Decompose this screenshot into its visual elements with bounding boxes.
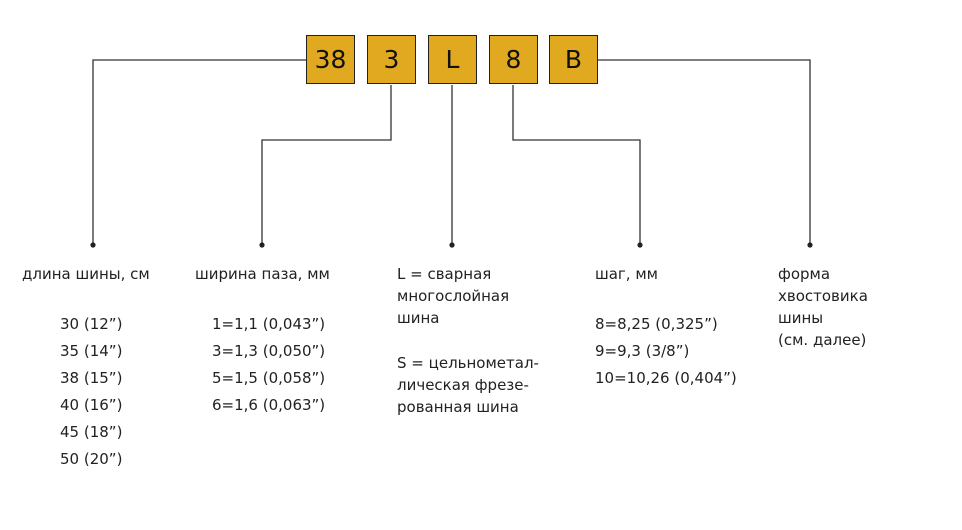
shank-line: шины	[778, 309, 824, 327]
shank-line: хвостовика	[778, 287, 868, 305]
code-box-pitch: 8	[489, 35, 538, 84]
groove-title: ширина паза, мм	[195, 263, 330, 285]
shank-line: форма	[778, 265, 831, 283]
dot-type	[449, 242, 455, 248]
dot-shank	[807, 242, 813, 248]
pitch-value: 8=8,25 (0,325”)	[595, 315, 718, 333]
pitch-title: шаг, мм	[595, 263, 658, 285]
dot-pitch	[637, 242, 643, 248]
type-line: лическая фрезе-	[397, 376, 529, 394]
groove-value: 5=1,5 (0,058”)	[212, 369, 326, 387]
type-line: многослойная	[397, 287, 510, 305]
connector-pitch	[512, 85, 641, 244]
code-box-length: 38	[306, 35, 355, 84]
type-line: S = цельнометал-	[397, 354, 539, 372]
groove-value: 3=1,3 (0,050”)	[212, 342, 326, 360]
length-title: длина шины, см	[22, 263, 150, 285]
type-line: шина	[397, 309, 440, 327]
length-value: 45 (18”)	[60, 423, 123, 441]
code-box-shank: B	[549, 35, 598, 84]
type-description: L = сварная многослойная шина S = цельно…	[397, 263, 539, 418]
connector-groove	[261, 85, 392, 244]
type-line: L = сварная	[397, 265, 492, 283]
groove-values: 1=1,1 (0,043”) 3=1,3 (0,050”) 5=1,5 (0,0…	[212, 311, 325, 419]
connector-shank	[598, 59, 811, 244]
pitch-title-text: шаг, мм	[595, 265, 658, 283]
pitch-values: 8=8,25 (0,325”) 9=9,3 (3/8”) 10=10,26 (0…	[595, 311, 737, 392]
length-value: 35 (14”)	[60, 342, 123, 360]
groove-value: 1=1,1 (0,043”)	[212, 315, 326, 333]
type-line: рованная шина	[397, 398, 519, 416]
code-box-type: L	[428, 35, 477, 84]
pitch-value: 10=10,26 (0,404”)	[595, 369, 737, 387]
pitch-value: 9=9,3 (3/8”)	[595, 342, 690, 360]
length-value: 40 (16”)	[60, 396, 123, 414]
connector-length	[92, 59, 306, 244]
shank-description: форма хвостовика шины (см. далее)	[778, 263, 868, 351]
shank-line: (см. далее)	[778, 331, 867, 349]
length-title-text: длина шины, см	[22, 265, 150, 283]
groove-title-text: ширина паза, мм	[195, 265, 330, 283]
length-value: 30 (12”)	[60, 315, 123, 333]
groove-value: 6=1,6 (0,063”)	[212, 396, 326, 414]
code-box-groove: 3	[367, 35, 416, 84]
length-value: 50 (20”)	[60, 450, 123, 468]
dot-length	[90, 242, 96, 248]
dot-groove	[259, 242, 265, 248]
length-value: 38 (15”)	[60, 369, 123, 387]
length-values: 30 (12”) 35 (14”) 38 (15”) 40 (16”) 45 (…	[60, 311, 122, 473]
